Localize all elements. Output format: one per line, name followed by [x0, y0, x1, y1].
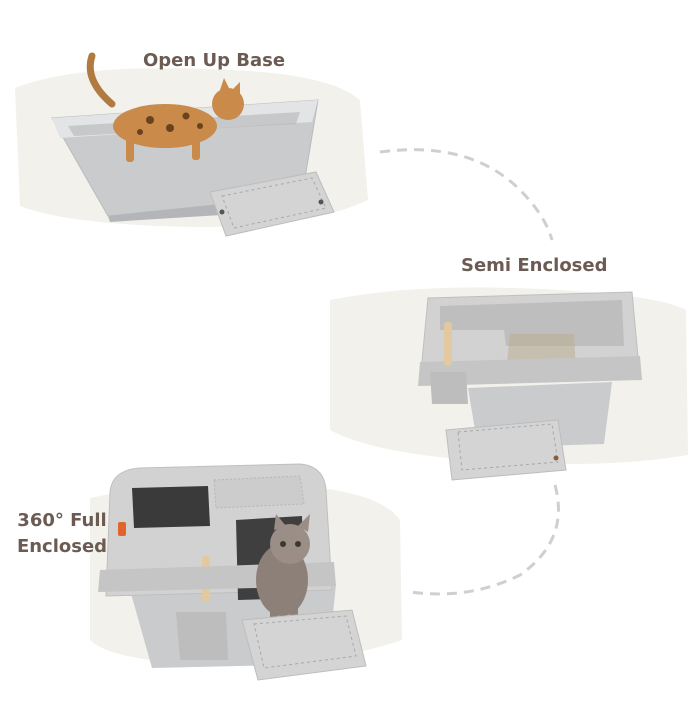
label-full-enclosed-line2: Enclosed [16, 536, 108, 557]
full-enclosed-product [98, 463, 367, 681]
dashed-connector-1 [379, 148, 554, 241]
dashed-connector-2 [409, 484, 560, 596]
label-semi-enclosed: Semi Enclosed [461, 255, 608, 276]
step-mat-top [209, 171, 335, 237]
label-full-enclosed-line1: 360° Full [17, 510, 107, 531]
label-full-enclosed: 360° Full Enclosed [14, 508, 110, 560]
label-open-up-base: Open Up Base [143, 50, 286, 71]
open-up-base-product [51, 52, 335, 237]
semi-enclosed-product [418, 291, 642, 481]
bengal-cat [86, 52, 244, 162]
grey-cat [256, 514, 310, 634]
